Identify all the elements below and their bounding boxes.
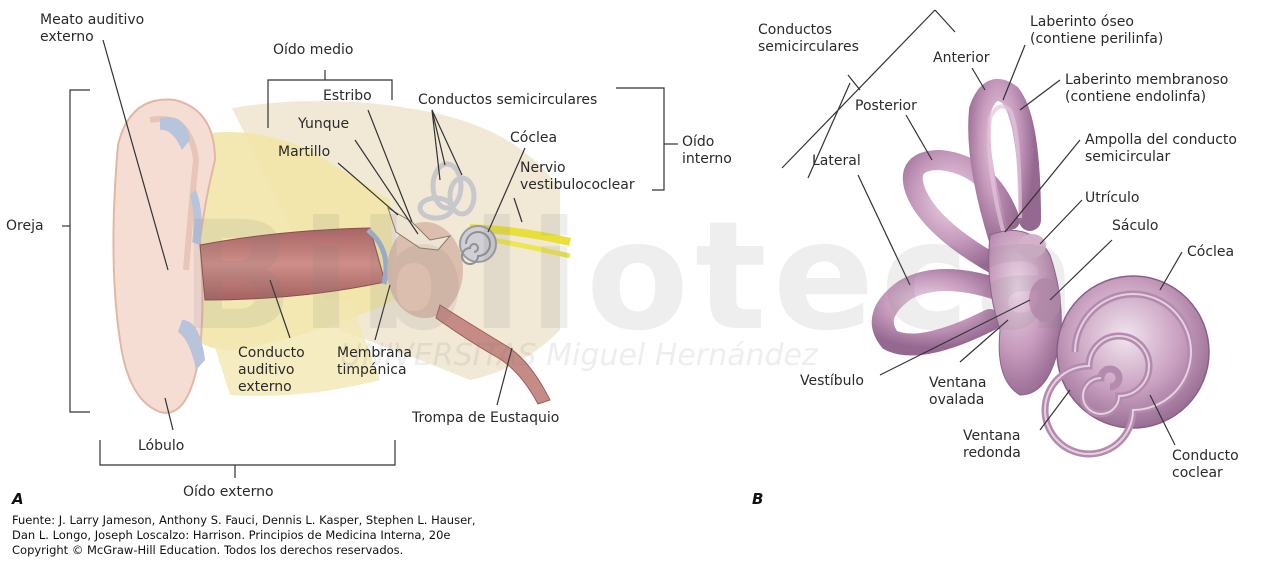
- source-citation: Fuente: J. Larry Jameson, Anthony S. Fau…: [12, 513, 476, 558]
- label-martillo: Martillo: [278, 144, 330, 161]
- label-oido-interno: Oído interno: [682, 134, 732, 168]
- label-lateral: Lateral: [812, 153, 861, 170]
- label-ventana-redonda: Ventana redonda: [963, 428, 1021, 462]
- label-yunque: Yunque: [298, 116, 349, 133]
- label-nervio: Nervio vestibulococlear: [520, 160, 635, 194]
- label-estribo: Estribo: [323, 88, 372, 105]
- label-ventana-ovalada: Ventana ovalada: [929, 375, 987, 409]
- label-membrana: Membrana timpánica: [337, 345, 412, 379]
- label-conducto-auditivo: Conducto auditivo externo: [238, 345, 305, 396]
- label-trompa: Trompa de Eustaquio: [412, 410, 559, 427]
- label-laberinto-membranoso: Laberinto membranoso (contiene endolinfa…: [1065, 72, 1228, 106]
- label-utriculo: Utrículo: [1085, 190, 1139, 207]
- label-coclea-a: Cóclea: [510, 130, 557, 147]
- label-saculo: Sáculo: [1112, 218, 1159, 235]
- utricle: [1018, 234, 1046, 258]
- label-meato: Meato auditivo externo: [40, 12, 144, 46]
- label-conducto-coclear: Conducto coclear: [1172, 448, 1239, 482]
- panel-letter-b: B: [752, 490, 763, 508]
- label-laberinto-oseo: Laberinto óseo (contiene perilinfa): [1030, 14, 1163, 48]
- label-posterior: Posterior: [855, 98, 917, 115]
- label-oido-medio: Oído medio: [273, 42, 353, 59]
- label-oido-externo: Oído externo: [183, 484, 274, 501]
- anterior-canal: [979, 90, 1030, 240]
- label-vestibulo: Vestíbulo: [800, 373, 864, 390]
- panel-letter-a: A: [12, 490, 24, 508]
- label-oreja: Oreja: [6, 218, 44, 235]
- cochlea-b: [1045, 276, 1209, 454]
- label-anterior: Anterior: [933, 50, 990, 67]
- saccule: [1029, 278, 1061, 322]
- label-lobulo: Lóbulo: [138, 438, 184, 455]
- label-ampolla: Ampolla del conducto semicircular: [1085, 132, 1237, 166]
- label-conductos-b: Conductos semicirculares: [758, 22, 859, 56]
- label-conductos-semicirculares: Conductos semicirculares: [418, 92, 597, 109]
- lateral-canal: [883, 280, 1000, 345]
- label-coclea-b: Cóclea: [1187, 244, 1234, 261]
